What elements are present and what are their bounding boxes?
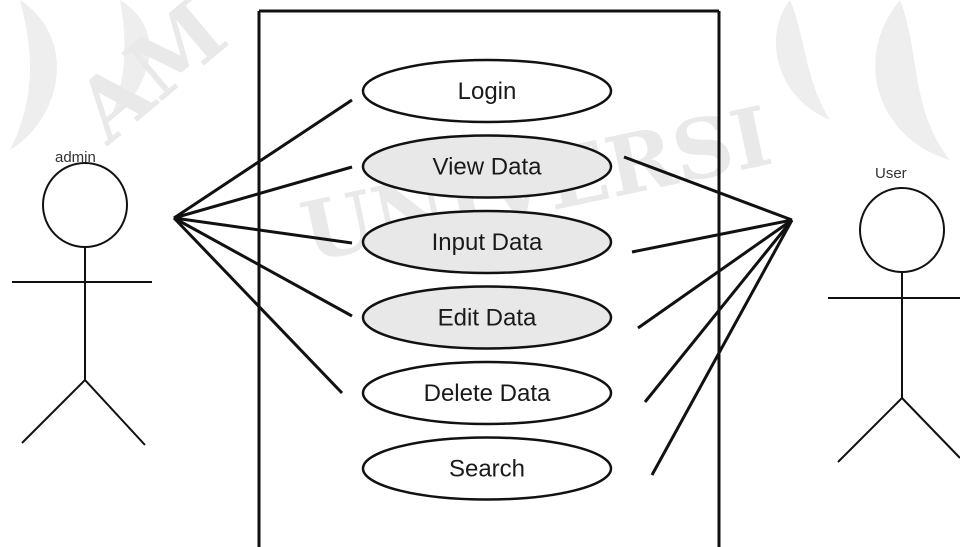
use-case-delete-data: Delete Data — [361, 360, 613, 426]
association-lines — [172, 98, 794, 476]
watermark-leaf-left-2 — [110, 0, 150, 120]
watermark-leaf-right-2 — [775, 0, 830, 120]
actor-admin-head — [42, 162, 128, 248]
use-case-search: Search — [361, 436, 613, 501]
actor-user-head — [859, 187, 945, 273]
use-case-edit-data: Edit Data — [361, 285, 613, 350]
association-admin-login — [173, 98, 353, 220]
actor-user-leg-left — [837, 397, 903, 463]
association-user-edit-data — [637, 218, 793, 330]
use-case-ellipse — [361, 58, 613, 124]
use-case-ellipse — [361, 360, 613, 426]
association-admin-input-data — [173, 216, 353, 245]
use-case-label: Input Data — [432, 229, 543, 256]
association-admin-edit-data — [173, 216, 353, 318]
watermark-text-left: AM — [56, 0, 246, 163]
use-case-input-data: Input Data — [361, 209, 613, 275]
association-user-view-data — [623, 155, 793, 222]
use-case-label: Delete Data — [424, 380, 551, 407]
actor-admin-leg-left — [21, 379, 86, 444]
association-admin-delete-data — [172, 216, 344, 395]
actor-admin: admin — [12, 149, 152, 446]
association-admin-view-data — [173, 165, 353, 220]
association-user-input-data — [631, 218, 793, 254]
actor-user: User — [828, 165, 960, 463]
actor-admin-leg-right — [84, 379, 146, 446]
use-case-view-data: View Data — [361, 134, 613, 199]
watermark-leaf-left — [10, 0, 58, 150]
actor-user-leg-right — [901, 397, 960, 459]
actor-user-label: User — [875, 165, 907, 182]
watermark-leaf-right — [875, 0, 950, 160]
use-case-ellipse — [361, 436, 613, 501]
use-case-label: Login — [458, 78, 517, 105]
use-case-label: Edit Data — [438, 305, 537, 332]
use-case-ellipse — [361, 209, 613, 275]
use-case-ellipse — [361, 285, 613, 350]
system-boundary — [257, 9, 721, 547]
association-user-delete-data — [643, 219, 794, 403]
use-case-label: Search — [449, 456, 525, 483]
association-user-search — [650, 219, 794, 476]
use-case-ellipse — [361, 134, 613, 199]
actor-admin-label: admin — [55, 149, 96, 166]
use-case-login: Login — [361, 58, 613, 124]
use-case-label: View Data — [433, 154, 543, 181]
